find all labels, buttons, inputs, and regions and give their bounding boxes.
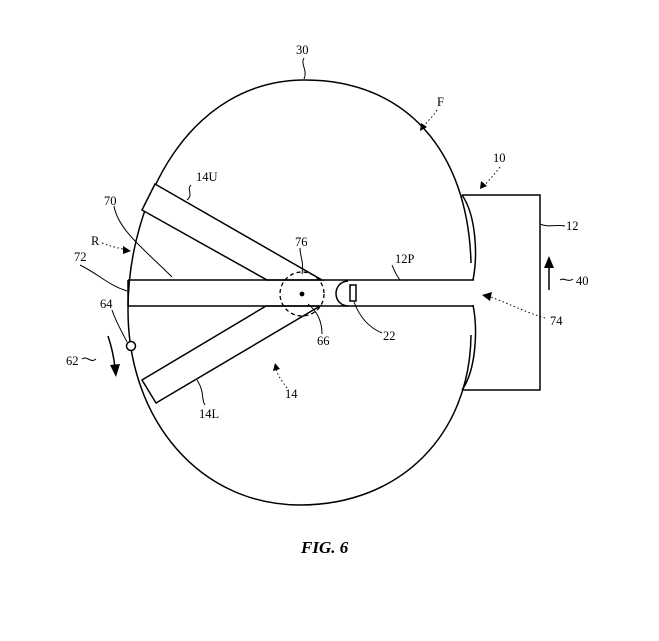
pivot-dashed-circle-76 <box>279 271 325 317</box>
label-F: F <box>437 95 444 109</box>
label-66: 66 <box>317 334 330 348</box>
label-40: 40 <box>576 274 589 288</box>
label-30: 30 <box>296 43 309 57</box>
housing-12 <box>461 194 541 391</box>
label-14U: 14U <box>196 170 218 184</box>
label-70: 70 <box>104 194 117 208</box>
label-R: R <box>91 234 100 248</box>
main-bar-12P <box>127 279 474 307</box>
figure-caption: FIG. 6 <box>300 538 349 557</box>
label-62: 62 <box>66 354 79 368</box>
motion-arrow-40 <box>544 256 554 290</box>
pivot-point-66 <box>299 291 305 297</box>
leader-lines <box>79 57 574 406</box>
sensor-mount-22 <box>335 280 349 307</box>
rotation-arrow-62 <box>107 335 120 377</box>
oval-body-outline <box>127 79 472 506</box>
upper-arm-14U <box>141 182 325 281</box>
label-64: 64 <box>100 297 113 311</box>
reference-arrows <box>101 109 546 389</box>
sensor-22 <box>349 284 357 302</box>
label-76: 76 <box>295 235 308 249</box>
label-72: 72 <box>74 250 87 264</box>
label-12: 12 <box>566 219 579 233</box>
hinge-64 <box>125 340 137 352</box>
label-14: 14 <box>285 387 298 401</box>
label-12P: 12P <box>395 252 415 266</box>
label-22: 22 <box>383 329 396 343</box>
label-74: 74 <box>550 314 563 328</box>
label-10: 10 <box>493 151 506 165</box>
label-14L: 14L <box>199 407 219 421</box>
